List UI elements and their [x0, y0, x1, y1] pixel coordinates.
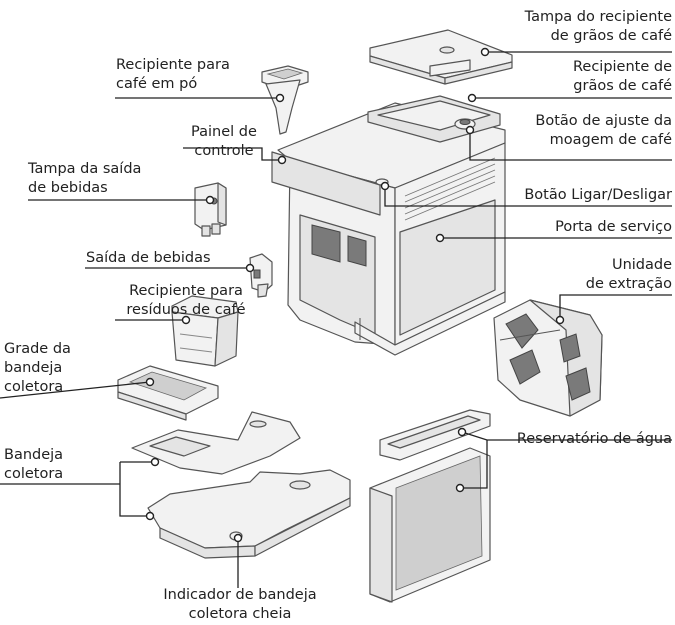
drip-tray-base-part: [147, 469, 351, 559]
tray-indicator-label: Indicador de bandeja coletora cheia: [150, 586, 330, 624]
grounds-container-label-line2: resíduos de café: [126, 302, 246, 318]
outlet-cover-label-line1: Tampa da saída: [28, 161, 142, 177]
bean-lid-label-line2: de grãos de café: [550, 28, 672, 44]
power-button-label: Botão Ligar/Desligar: [524, 187, 672, 203]
brew-unit-label-line1: Unidade: [611, 257, 672, 273]
grounds-container-part: [171, 295, 239, 367]
leader-lines: [0, 47, 672, 588]
drip-grid-label-line3: coletora: [4, 379, 64, 395]
bean-container-label-line1: Recipiente de: [572, 59, 672, 75]
tray-indicator-label-line2: coletora cheia: [188, 606, 292, 622]
beverage-outlet-part: [249, 253, 273, 298]
ground-coffee-container-part: [261, 65, 309, 135]
outlet-cover-label-line2: de bebidas: [28, 180, 108, 196]
ground-coffee-label: Recipiente para café em pó: [116, 56, 230, 94]
outlet-cover-label: Tampa da saída de bebidas: [28, 160, 141, 198]
service-door-label: Porta de serviço: [555, 219, 672, 235]
grounds-container-label: Recipiente para resíduos de café: [112, 282, 260, 320]
tray-indicator-label-line1: Indicador de bandeja: [163, 587, 317, 603]
drip-tray-label-line2: coletora: [4, 466, 64, 482]
water-tank-part: [369, 447, 491, 603]
brew-unit-label-line2: de extração: [585, 276, 672, 292]
bean-container-lid-part: [369, 29, 513, 85]
brew-unit-label: Unidade de extração: [586, 256, 672, 294]
grind-knob-label: Botão de ajuste da moagem de café: [535, 112, 672, 150]
drip-grid-label: Grade da bandeja coletora: [4, 340, 71, 397]
control-panel-label-line1: Painel de: [191, 124, 257, 140]
drip-grid-label-line2: bandeja: [4, 360, 63, 376]
bean-container-label: Recipiente de grãos de café: [573, 58, 672, 96]
ground-coffee-label-line2: café em pó: [116, 76, 198, 92]
ground-coffee-label-line1: Recipiente para: [116, 57, 230, 73]
grounds-container-label-line1: Recipiente para: [129, 283, 243, 299]
drip-tray-label: Bandeja coletora: [4, 446, 63, 484]
bean-container-label-line2: grãos de café: [573, 78, 672, 94]
brew-unit-part: [493, 299, 603, 417]
water-tank-label: Reservatório de água: [516, 431, 672, 447]
control-panel-label: Painel de controle: [178, 123, 270, 161]
drip-tray-top-part: [131, 411, 301, 475]
drip-grid-part: [117, 365, 219, 421]
drip-tray-label-line1: Bandeja: [4, 447, 64, 463]
drip-grid-label-line1: Grade da: [4, 341, 71, 357]
bean-lid-label: Tampa do recipiente de grãos de café: [525, 8, 672, 46]
bean-lid-label-line1: Tampa do recipiente: [524, 9, 672, 25]
grind-knob-label-line2: moagem de café: [549, 132, 672, 148]
water-tank-lid-part: [379, 409, 491, 461]
grind-knob-label-line1: Botão de ajuste da: [535, 113, 672, 129]
control-panel-label-line2: controle: [194, 143, 254, 159]
outlet-label: Saída de bebidas: [86, 250, 211, 266]
outlet-cover-part: [194, 182, 227, 237]
